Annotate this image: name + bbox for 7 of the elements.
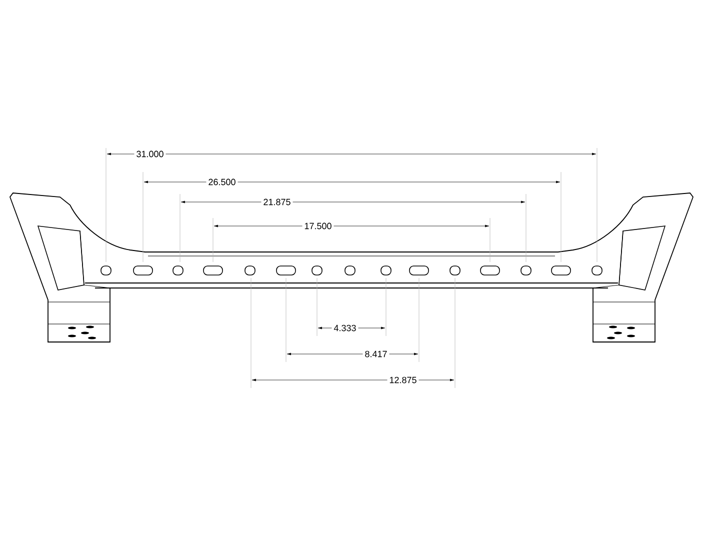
dimension-label: 12.875 xyxy=(387,374,419,386)
dimension-label: 17.500 xyxy=(302,220,334,232)
dimension-label: 26.500 xyxy=(206,176,238,188)
dimension-label: 21.875 xyxy=(261,196,293,208)
dimension-label: 31.000 xyxy=(134,148,166,160)
dimension-label: 4.333 xyxy=(332,322,358,334)
dimension-label: 8.417 xyxy=(362,348,390,360)
